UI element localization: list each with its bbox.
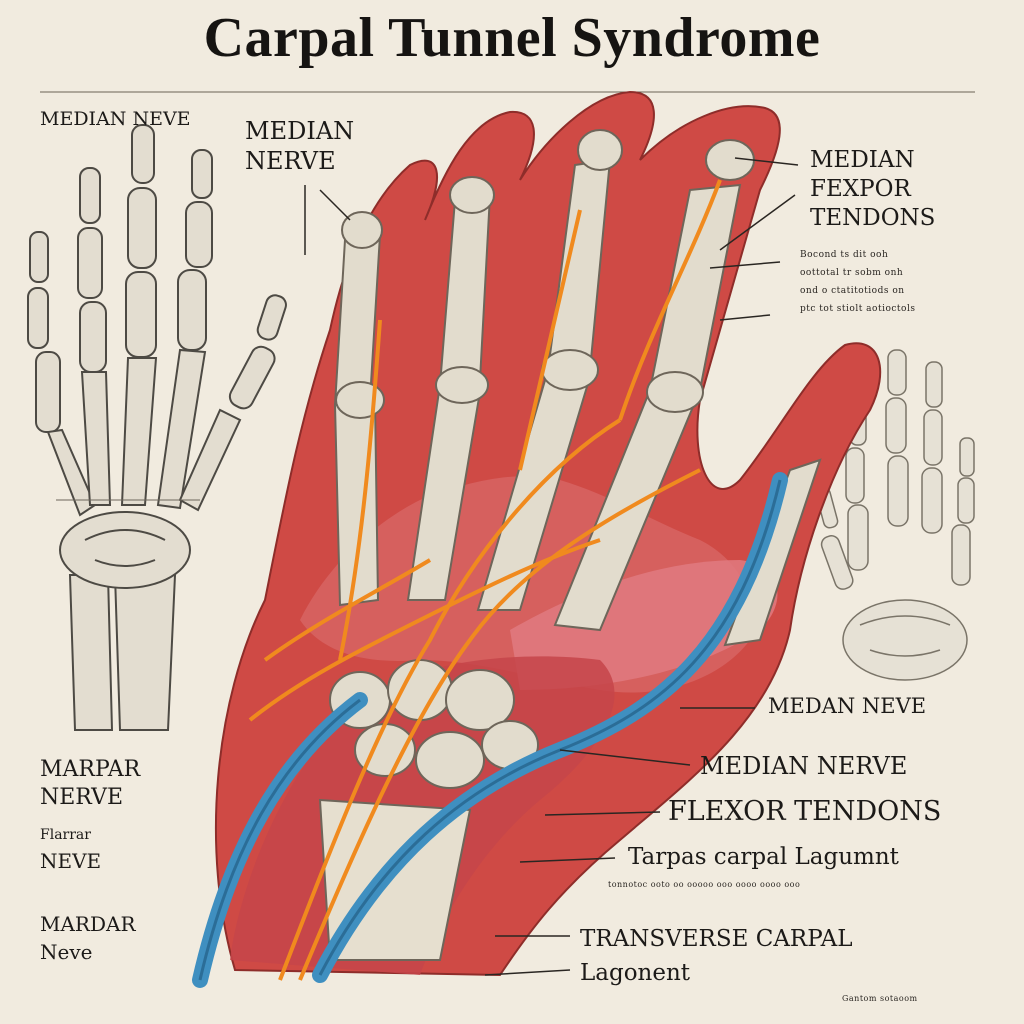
signature: Gantom sotaoom — [842, 994, 918, 1003]
label-line: Lagonent — [580, 956, 853, 990]
label-line: MARDAR — [40, 910, 136, 938]
label-mardar-neve: MARDAR Neve — [40, 910, 136, 966]
label-line: TENDONS — [810, 204, 935, 233]
label-line: FEXPOR — [810, 175, 935, 204]
label-line: ptc tot stiolt aotioctols — [800, 300, 915, 318]
label-small-text-block: Bocond ts dit ooh oottotal tr sobm onh o… — [800, 246, 915, 318]
label-line: NEVE — [40, 848, 101, 874]
label-median-nerve-right: MEDIAN NERVE — [700, 752, 907, 780]
label-flarrar-neve: Flarrar NEVE — [40, 822, 101, 874]
label-flexor-tendons-right: FLEXOR TENDONS — [668, 796, 941, 827]
label-line: ond o ctatitotiods on — [800, 282, 915, 300]
label-medan-nerve-right: MEDAN NEVE — [768, 694, 926, 718]
label-median-flexor-tendons: MEDIAN FEXPOR TENDONS — [810, 146, 935, 233]
label-line: oottotal tr sobm onh — [800, 264, 915, 282]
label-line: TRANSVERSE CARPAL — [580, 922, 853, 956]
label-line: NERVE — [40, 784, 140, 812]
label-median-nerve-upper: MEDIAN NERVE — [245, 116, 354, 176]
label-line: NERVE — [245, 146, 354, 176]
label-transverse-carpal-ligament: TRANSVERSE CARPAL Lagonent — [580, 922, 853, 990]
label-line: MEDIAN — [810, 146, 935, 175]
label-line: MEDIAN — [245, 116, 354, 146]
label-line: Flarrar — [40, 822, 101, 848]
label-line: MARPAR — [40, 756, 140, 784]
label-line: Bocond ts dit ooh — [800, 246, 915, 264]
label-tarpas-small-line: tonnotoc ooto oo ooooo ooo oooo oooo ooo — [608, 880, 800, 889]
label-line: Neve — [40, 938, 136, 966]
label-top-left-median-nerve: MEDIAN NEVE — [40, 108, 191, 130]
label-tarpas-carpal: Tarpas carpal Lagumnt — [628, 844, 899, 870]
label-marpar-nerve: MARPAR NERVE — [40, 756, 140, 812]
